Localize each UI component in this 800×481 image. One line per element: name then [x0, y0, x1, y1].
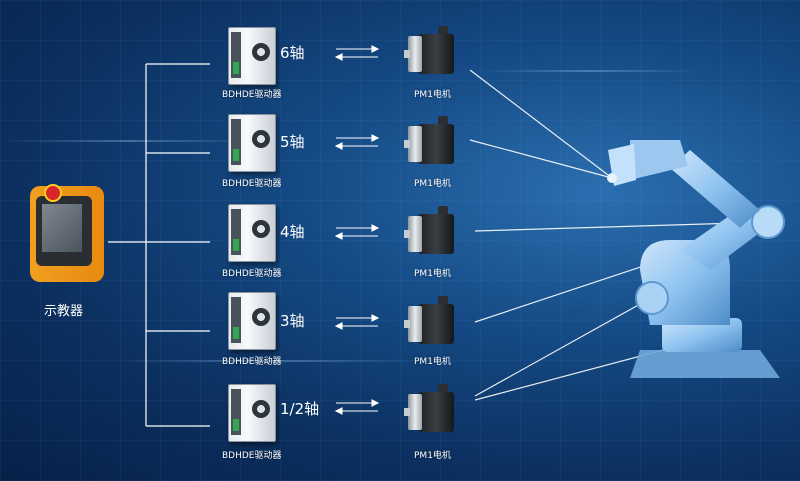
teach-pendant-image	[26, 184, 104, 282]
teach-pendant-label: 示教器	[44, 304, 84, 319]
light-streak	[120, 360, 420, 362]
bidirectional-arrows	[334, 45, 380, 415]
axis-label: 5轴	[280, 133, 305, 151]
driver-image	[228, 27, 276, 85]
motor-image	[404, 384, 460, 436]
axis-label: 3轴	[280, 312, 305, 330]
axis-label: 4轴	[280, 223, 305, 241]
driver-label: BDHDE驱动器	[222, 269, 282, 279]
driver-label: BDHDE驱动器	[222, 179, 282, 189]
motor-image	[404, 26, 460, 78]
driver-image	[228, 204, 276, 262]
light-streak	[480, 70, 700, 72]
industrial-robot-arm-image	[607, 140, 785, 378]
axis-label: 6轴	[280, 44, 305, 62]
motor-label: PM1电机	[414, 451, 451, 461]
driver-label: BDHDE驱动器	[222, 451, 282, 461]
motor-label: PM1电机	[414, 357, 451, 367]
motor-label: PM1电机	[414, 179, 451, 189]
motor-image	[404, 296, 460, 348]
driver-image	[228, 114, 276, 172]
motor-label: PM1电机	[414, 90, 451, 100]
driver-image	[228, 292, 276, 350]
emergency-stop-icon	[44, 184, 62, 202]
driver-image	[228, 384, 276, 442]
motor-image	[404, 116, 460, 168]
motor-image	[404, 206, 460, 258]
driver-label: BDHDE驱动器	[222, 90, 282, 100]
axis-label: 1/2轴	[280, 400, 320, 418]
motor-label: PM1电机	[414, 269, 451, 279]
driver-label: BDHDE驱动器	[222, 357, 282, 367]
light-streak	[0, 140, 260, 142]
